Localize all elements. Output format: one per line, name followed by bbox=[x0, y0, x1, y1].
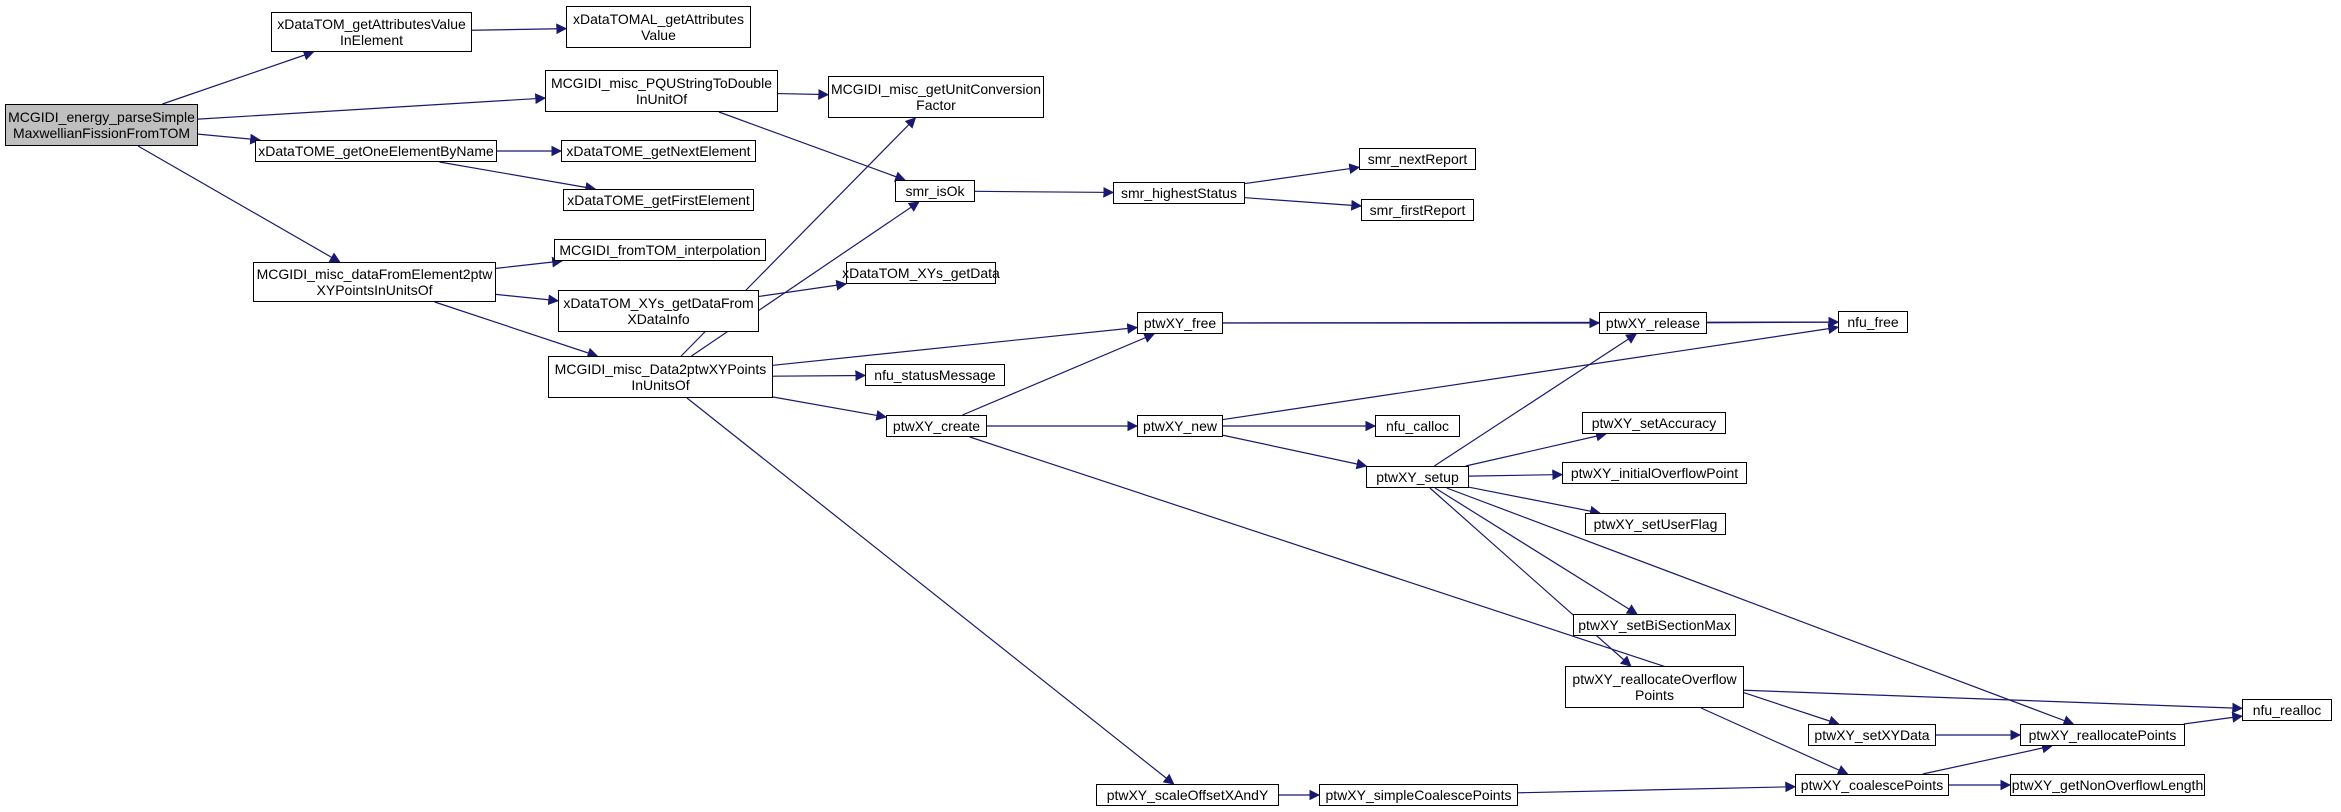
edge-xdt_getattr-to-xdtal_getattr bbox=[471, 23, 568, 35]
node-ptwxy-new[interactable]: ptwXY_new bbox=[1137, 415, 1223, 437]
node-ptwxy-scale-offset-x-and-y[interactable]: ptwXY_scaleOffsetXAndY bbox=[1096, 784, 1279, 806]
node-xdatatome-get-first-element[interactable]: xDataTOME_getFirstElement bbox=[563, 189, 754, 211]
node-ptwxy-get-non-overflow-length[interactable]: ptwXY_getNonOverflowLength bbox=[2010, 774, 2205, 796]
edge-ptw_setup-to-reallocovf bbox=[1429, 487, 1632, 667]
node-ptwxy-simple-coalesce-points[interactable]: ptwXY_simpleCoalescePoints bbox=[1319, 784, 1518, 806]
edge-getone-to-getfirst bbox=[439, 161, 597, 193]
node-smr-first-report[interactable]: smr_firstReport bbox=[1361, 199, 1474, 221]
node-xdatatom-xys-get-data[interactable]: xDataTOM_XYs_getData bbox=[842, 262, 1000, 284]
node-ptwxy-reallocate-overflow-points[interactable]: ptwXY_reallocateOverflow Points bbox=[1565, 666, 1744, 708]
edge-pqu-to-smr_isok bbox=[718, 111, 906, 182]
node-mcgidi-misc-pqu-string-to-double[interactable]: MCGIDI_misc_PQUStringToDouble InUnitOf bbox=[545, 70, 778, 112]
node-smr-next-report[interactable]: smr_nextReport bbox=[1359, 148, 1476, 170]
node-nfu-calloc[interactable]: nfu_calloc bbox=[1375, 415, 1460, 437]
node-ptwxy-initial-overflow-point[interactable]: ptwXY_initialOverflowPoint bbox=[1562, 462, 1747, 484]
edge-ptw_setup-to-setbisect bbox=[1434, 487, 1638, 615]
edge-root-to-datafromel bbox=[137, 145, 341, 263]
node-ptwxy-set-user-flag[interactable]: ptwXY_setUserFlag bbox=[1585, 513, 1726, 535]
node-mcgidi-energy-parse-simple-maxwellian[interactable]: MCGIDI_energy_parseSimple MaxwellianFiss… bbox=[5, 104, 198, 146]
node-smr-highest-status[interactable]: smr_highestStatus bbox=[1113, 182, 1245, 204]
edge-coalesce-to-reallocpts bbox=[1922, 742, 2053, 775]
edge-root-to-xdt_getattr bbox=[162, 50, 315, 105]
node-ptwxy-coalesce-points[interactable]: ptwXY_coalescePoints bbox=[1795, 774, 1949, 796]
edge-data2ptw-to-statusmsg bbox=[772, 370, 867, 381]
edge-ptw_setup-to-initovf bbox=[1468, 469, 1564, 481]
node-mcgidi-misc-get-unit-conversion-factor[interactable]: MCGIDI_misc_getUnitConversion Factor bbox=[828, 76, 1044, 118]
node-ptwxy-free[interactable]: ptwXY_free bbox=[1137, 312, 1223, 334]
edge-smr_highest-to-smr_first bbox=[1244, 197, 1363, 211]
edge-simplecoal-to-coalesce bbox=[1517, 781, 1797, 794]
node-xdatatomal-get-attributes-value[interactable]: xDataTOMAL_getAttributes Value bbox=[566, 6, 751, 48]
edge-ptw_setup-to-reallocpts bbox=[1446, 487, 2075, 726]
edge-pqu-to-unitconv bbox=[777, 89, 830, 100]
node-mcgidi-from-tom-interpolation[interactable]: MCGIDI_fromTOM_interpolation bbox=[554, 239, 766, 261]
edge-smr_isok-to-smr_highest bbox=[974, 186, 1115, 198]
node-ptwxy-set-bisection-max[interactable]: ptwXY_setBiSectionMax bbox=[1573, 614, 1736, 636]
node-mcgidi-misc-data-from-element-2ptw[interactable]: MCGIDI_misc_dataFromElement2ptw XYPoints… bbox=[253, 262, 496, 302]
node-ptwxy-reallocate-points[interactable]: ptwXY_reallocatePoints bbox=[2020, 724, 2185, 746]
edge-reallocpts-to-nfu_realloc bbox=[2183, 712, 2244, 725]
edge-ptw_new-to-nfu_free bbox=[1222, 323, 1840, 421]
edge-datafromel-to-xys_getdatafrom bbox=[495, 293, 560, 306]
edge-data2ptw-to-scaleoffset bbox=[686, 397, 1175, 785]
node-mcgidi-misc-data2ptwxypoints-in-units-of[interactable]: MCGIDI_misc_Data2ptwXYPoints InUnitsOf bbox=[548, 356, 773, 398]
edge-reallocovf-to-nfu_realloc bbox=[1743, 689, 2244, 714]
node-ptwxy-create[interactable]: ptwXY_create bbox=[886, 415, 987, 437]
node-ptwxy-set-xy-data[interactable]: ptwXY_setXYData bbox=[1808, 724, 1936, 746]
edge-ptw_setup-to-setacc bbox=[1465, 430, 1607, 467]
node-ptwxy-release[interactable]: ptwXY_release bbox=[1599, 312, 1707, 334]
node-ptwxy-set-accuracy[interactable]: ptwXY_setAccuracy bbox=[1582, 412, 1726, 434]
edge-ptw_setup-to-setuserflag bbox=[1468, 486, 1601, 517]
edge-data2ptw-to-ptw_create bbox=[772, 396, 888, 421]
edge-xys_getdatafrom-to-xys_getdata bbox=[758, 279, 848, 298]
edge-datafromel-to-frominterp bbox=[495, 256, 563, 269]
node-ptwxy-setup[interactable]: ptwXY_setup bbox=[1366, 466, 1469, 488]
edge-datafromel-to-data2ptw bbox=[434, 301, 599, 359]
node-nfu-realloc[interactable]: nfu_realloc bbox=[2242, 699, 2332, 721]
edge-smr_highest-to-smr_next bbox=[1244, 163, 1361, 185]
node-xdatatom-get-attributes-value-in-element[interactable]: xDataTOM_getAttributesValue InElement bbox=[271, 12, 472, 52]
edge-reallocovf-to-coalesce bbox=[1700, 707, 1849, 775]
node-nfu-status-message[interactable]: nfu_statusMessage bbox=[865, 364, 1005, 386]
edge-ptw_release-to-nfu_free bbox=[1706, 316, 1840, 328]
node-nfu-free[interactable]: nfu_free bbox=[1838, 311, 1908, 333]
edge-root-to-pqu bbox=[197, 93, 547, 120]
node-xdatatom-xys-get-data-from-xdatainfo[interactable]: xDataTOM_XYs_getDataFrom XDataInfo bbox=[558, 290, 759, 332]
node-xdatatome-get-one-element-by-name[interactable]: xDataTOME_getOneElementByName bbox=[255, 140, 497, 162]
edge-ptw_setup-to-ptw_release bbox=[1433, 333, 1638, 467]
edge-ptw_new-to-ptw_setup bbox=[1222, 434, 1368, 470]
edge-data2ptw-to-ptw_free bbox=[772, 323, 1139, 366]
edge-root-to-getone bbox=[197, 133, 261, 145]
edge-ptw_create-to-ptw_free bbox=[962, 332, 1155, 416]
node-xdatatome-get-next-element[interactable]: xDataTOME_getNextElement bbox=[561, 140, 756, 162]
node-smr-is-ok[interactable]: smr_isOk bbox=[895, 180, 975, 202]
